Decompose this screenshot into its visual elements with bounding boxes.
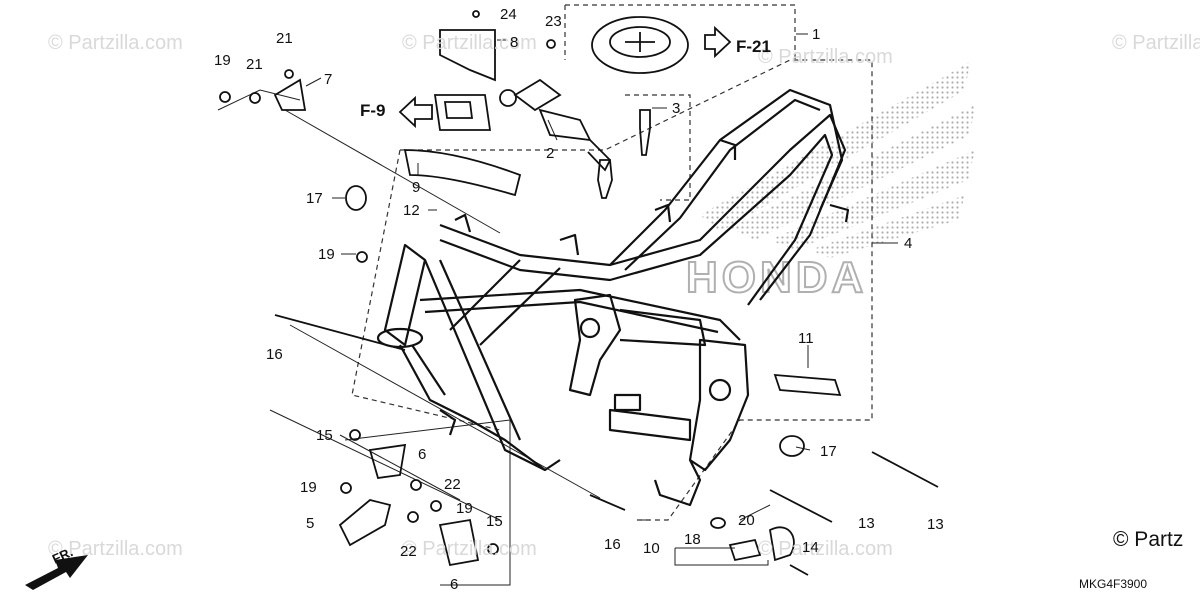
arrow-left-icon	[398, 95, 433, 129]
honda-watermark-text: HONDA	[686, 253, 867, 302]
callout-21: 21	[246, 56, 263, 73]
ref-label-f9: F-9	[360, 101, 386, 120]
callout-3: 3	[672, 100, 681, 117]
callout-17: 17	[820, 443, 837, 460]
main-frame	[376, 88, 850, 507]
watermark: © Partzilla.com	[48, 538, 183, 560]
ref-arrows	[398, 25, 732, 129]
front-arrow-icon	[25, 555, 88, 590]
watermark: © Partzilla.com	[758, 538, 893, 560]
callout-1: 1	[812, 26, 821, 43]
callout-19: 19	[214, 52, 231, 69]
callout-19: 19	[300, 479, 317, 496]
callout-9: 9	[412, 179, 421, 196]
ref-label-f21: F-21	[736, 37, 771, 56]
callout-16: 16	[266, 346, 283, 363]
callout-19: 19	[456, 500, 473, 517]
callout-13: 13	[858, 515, 875, 532]
callout-15: 15	[486, 513, 503, 530]
leader-lines	[217, 33, 898, 586]
callout-20: 20	[738, 512, 755, 529]
callout-23: 23	[545, 13, 562, 30]
callout-16: 16	[604, 536, 621, 553]
callout-6: 6	[450, 576, 459, 593]
callout-4: 4	[904, 235, 913, 252]
callout-7: 7	[324, 71, 333, 88]
watermark: © Partzilla.com	[1112, 32, 1200, 54]
callout-21: 21	[276, 30, 293, 47]
callout-10: 10	[643, 540, 660, 557]
callout-13: 13	[927, 516, 944, 533]
callout-14: 14	[802, 539, 819, 556]
watermark: © Partzilla.com	[402, 32, 537, 54]
callout-12: 12	[403, 202, 420, 219]
callout-18: 18	[684, 531, 701, 548]
diagram-code: MKG4F3900	[1079, 577, 1148, 591]
callout-8: 8	[510, 34, 519, 51]
copyright-text: © Partz	[1113, 528, 1184, 551]
callout-2: 2	[546, 145, 555, 162]
callout-6: 6	[418, 446, 427, 463]
callout-15: 15	[316, 427, 333, 444]
watermark: © Partzilla.com	[402, 538, 537, 560]
callout-22: 22	[444, 476, 461, 493]
callout-22: 22	[400, 543, 417, 560]
watermark: © Partzilla.com	[48, 32, 183, 54]
callout-17: 17	[306, 190, 323, 207]
watermark: © Partzilla.com	[758, 46, 893, 68]
callout-24: 24	[500, 6, 517, 23]
arrow-right-icon	[704, 25, 732, 59]
callout-11: 11	[798, 330, 814, 347]
honda-wing-logo	[700, 62, 975, 258]
callout-19: 19	[318, 246, 335, 263]
small-parts	[219, 10, 939, 576]
callout-5: 5	[306, 515, 315, 532]
